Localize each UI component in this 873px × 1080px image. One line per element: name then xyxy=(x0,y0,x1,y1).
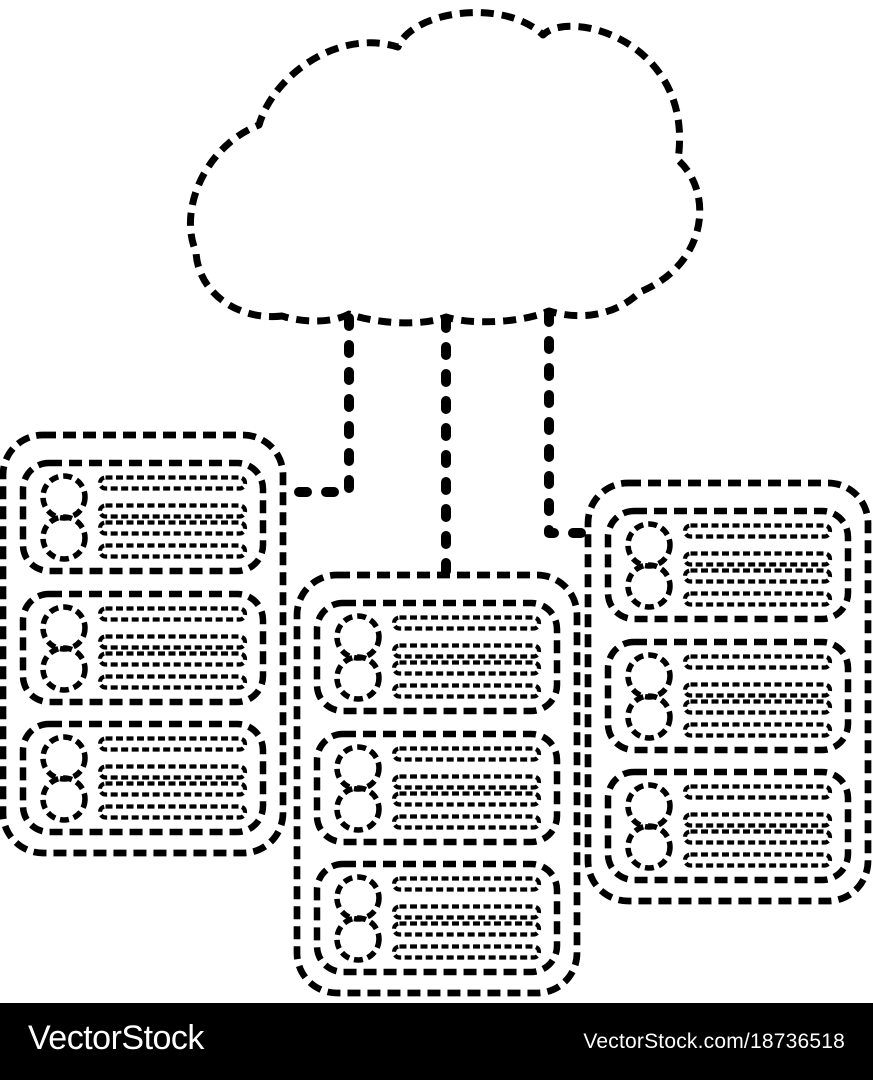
server-rack-left xyxy=(3,435,283,853)
connector-cloud-to-right-rack xyxy=(544,309,595,538)
connector-cloud-to-left-rack xyxy=(277,313,354,497)
cloud-icon xyxy=(186,9,704,327)
watermark-bar: VectorStock VectorStock.com/18736518 xyxy=(0,1003,873,1080)
watermark-logo: VectorStock xyxy=(28,1019,204,1057)
watermark-url: VectorStock.com/18736518 xyxy=(583,1029,845,1053)
server-rack-right xyxy=(588,483,868,901)
server-rack-center xyxy=(297,575,577,993)
